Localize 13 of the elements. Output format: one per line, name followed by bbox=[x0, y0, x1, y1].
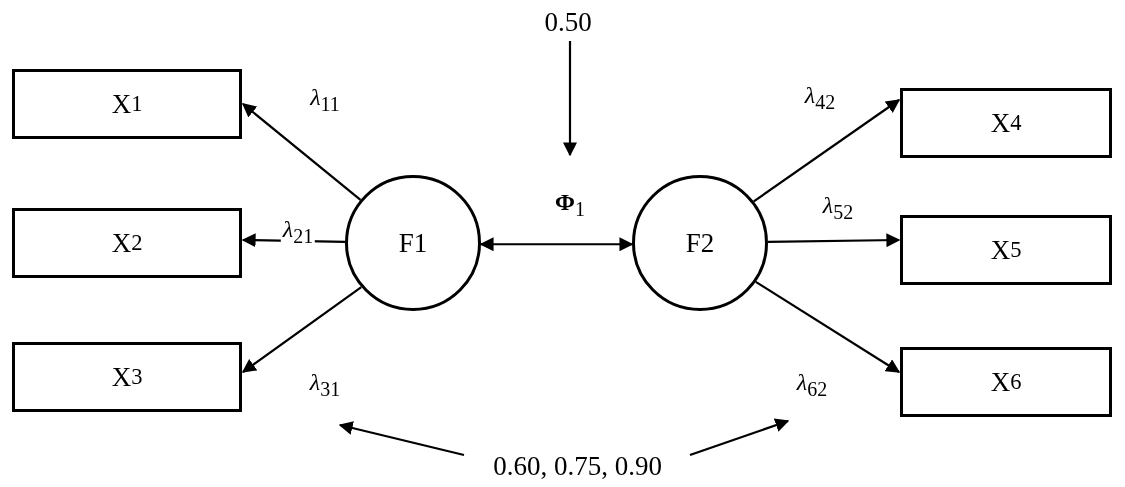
arrow bbox=[689, 418, 790, 457]
factor-circle: F1 bbox=[345, 175, 481, 311]
arrow bbox=[338, 421, 465, 457]
arrow bbox=[755, 280, 901, 373]
arrow bbox=[479, 237, 634, 252]
arrow bbox=[563, 41, 577, 157]
factor-circle: F2 bbox=[632, 175, 768, 311]
arrow bbox=[241, 286, 362, 373]
arrow bbox=[767, 233, 901, 248]
arrow bbox=[241, 103, 362, 201]
path-value-text: 0.60, 0.75, 0.90 bbox=[465, 448, 690, 484]
path-value-text: 0.50 bbox=[528, 4, 608, 40]
arrow bbox=[753, 99, 901, 203]
